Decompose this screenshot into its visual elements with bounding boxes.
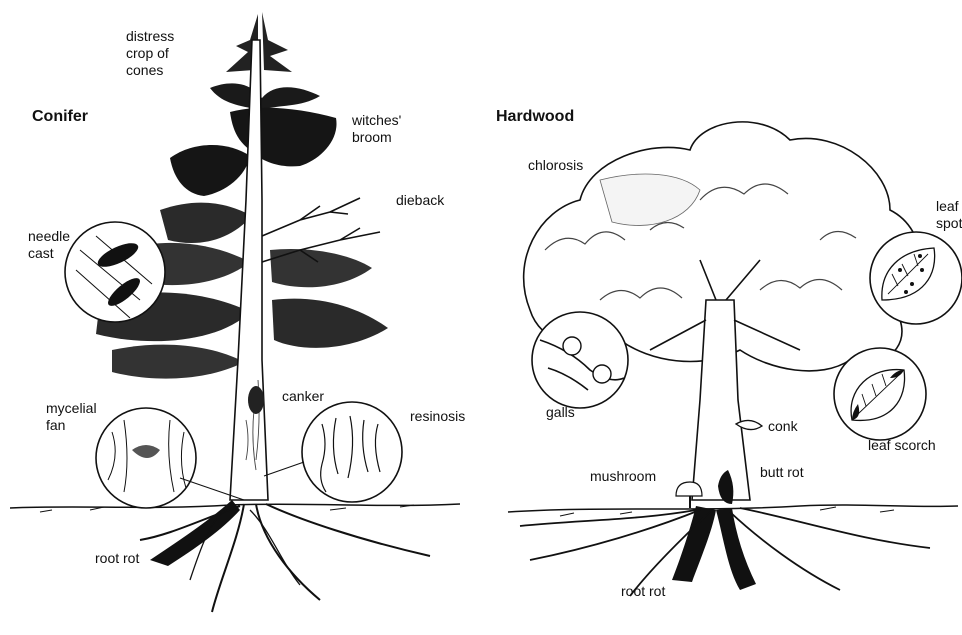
label-galls: galls (546, 404, 575, 421)
label-butt-rot: butt rot (760, 464, 804, 481)
label-conifer-root-rot: root rot (95, 550, 139, 567)
label-dieback: dieback (396, 192, 444, 209)
label-canker: canker (282, 388, 324, 405)
label-chlorosis: chlorosis (528, 157, 583, 174)
label-needle-cast: needle cast (28, 228, 70, 262)
label-leaf-scorch: leaf scorch (868, 437, 936, 454)
conifer-tree (10, 12, 460, 612)
label-leaf-spot: leaf spot (936, 198, 962, 232)
label-conk: conk (768, 418, 798, 435)
label-resinosis: resinosis (410, 408, 465, 425)
hardwood-tree (508, 122, 962, 596)
label-mycelial-fan: mycelial fan (46, 400, 97, 434)
label-mushroom: mushroom (590, 468, 656, 485)
hardwood-title: Hardwood (496, 108, 574, 126)
label-distress-crop-of-cones: distress crop of cones (126, 28, 174, 79)
label-hardwood-root-rot: root rot (621, 583, 665, 600)
label-witches-broom: witches' broom (352, 112, 401, 146)
conifer-title: Conifer (32, 108, 88, 126)
